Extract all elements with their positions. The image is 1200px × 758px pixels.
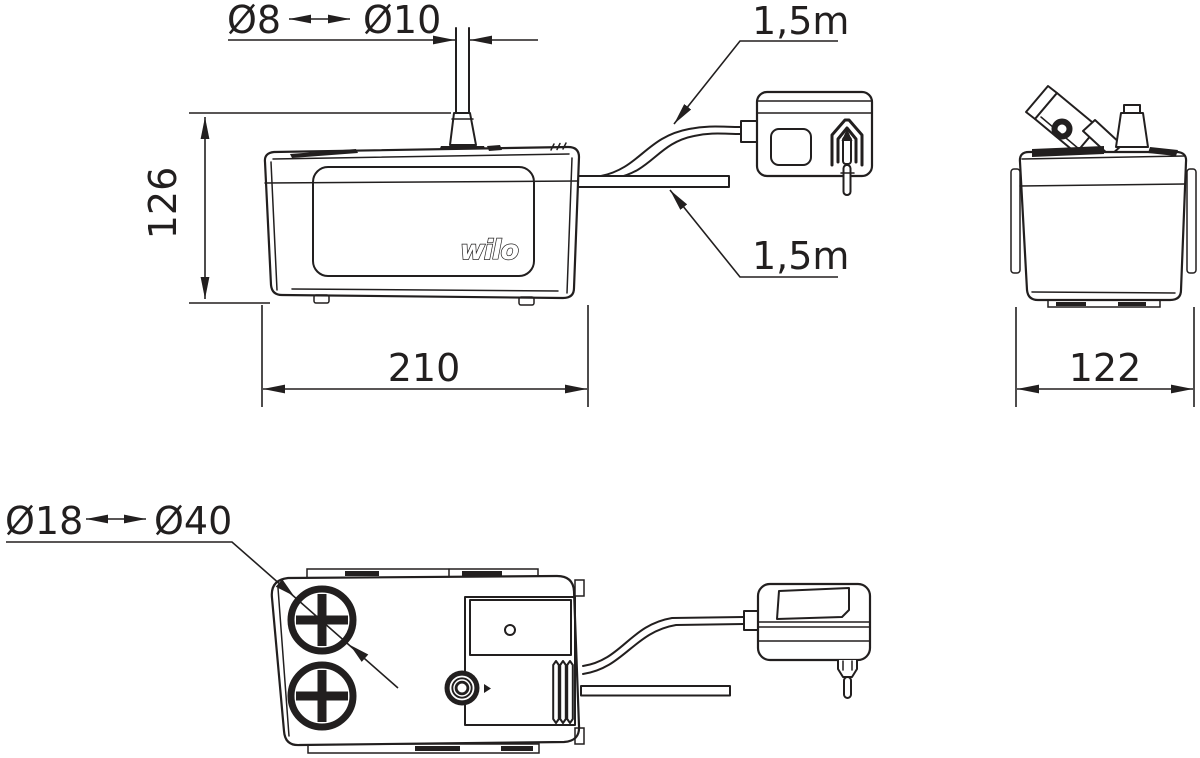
plug-pin-top xyxy=(837,660,858,699)
power-cable-top xyxy=(582,616,745,675)
angled-hose-fitting xyxy=(1025,85,1123,157)
brand-logo: wilo xyxy=(460,235,518,266)
hose-min-label: Ø8 xyxy=(227,0,281,42)
dimension-width: 210 xyxy=(261,305,589,407)
power-cable-length-label: 1,5m xyxy=(752,0,849,43)
inlet-opening-lower xyxy=(287,661,357,731)
pump-body-side xyxy=(1018,150,1188,302)
cable-stub xyxy=(740,120,758,143)
discharge-hose xyxy=(438,27,487,153)
callout-power-cable: 1,5m xyxy=(673,0,849,125)
edge-block xyxy=(574,579,585,597)
top-view xyxy=(270,568,872,754)
top-groove xyxy=(290,149,358,158)
callout-discharge-cable: 1,5m xyxy=(669,189,849,278)
height-label: 126 xyxy=(141,167,185,240)
vent-slots xyxy=(552,660,574,724)
depth-label: 122 xyxy=(1069,346,1142,390)
foot xyxy=(518,296,535,306)
width-label: 210 xyxy=(388,346,461,390)
discharge-cable-length-label: 1,5m xyxy=(752,234,849,278)
knob-pointer xyxy=(484,684,491,693)
edge-block xyxy=(574,727,585,745)
dimension-hose-diameter: Ø8 Ø10 xyxy=(227,0,538,45)
inlet-max-label: Ø40 xyxy=(154,499,232,543)
discharge-fitting xyxy=(1115,104,1149,148)
inlet-min-label: Ø18 xyxy=(5,499,83,543)
dimension-depth: 122 xyxy=(1015,307,1195,407)
adapter-label xyxy=(776,587,850,620)
control-panel xyxy=(444,596,576,726)
discharge-cable-top xyxy=(580,685,731,697)
pump-body-top xyxy=(270,574,581,747)
pump-body-front xyxy=(263,145,581,300)
adapter-label xyxy=(770,128,812,166)
foot xyxy=(313,294,330,304)
base-strip xyxy=(1047,299,1161,308)
dimension-height: 126 xyxy=(141,112,451,304)
hose-max-label: Ø10 xyxy=(363,0,441,42)
plug-pin xyxy=(842,164,852,196)
front-view: wilo xyxy=(263,27,742,306)
discharge-cable xyxy=(577,175,730,188)
mount-tab-left xyxy=(1010,168,1021,274)
fitting-ring xyxy=(1051,118,1073,140)
vent-ticks xyxy=(550,142,567,151)
power-adapter-front xyxy=(740,90,874,196)
power-cable xyxy=(600,125,742,179)
screw xyxy=(504,624,516,636)
lid-seam xyxy=(264,180,579,184)
rotary-knob[interactable] xyxy=(444,670,480,706)
mount-tab-right xyxy=(1186,168,1197,274)
cable-stub xyxy=(743,610,759,631)
euro-plug xyxy=(830,118,864,196)
power-adapter-top xyxy=(743,582,872,699)
front-panel xyxy=(312,166,535,277)
dimension-inlet-diameter: Ø18 Ø40 xyxy=(5,499,399,689)
inlet-opening-upper xyxy=(287,585,357,655)
side-view xyxy=(1010,85,1197,308)
